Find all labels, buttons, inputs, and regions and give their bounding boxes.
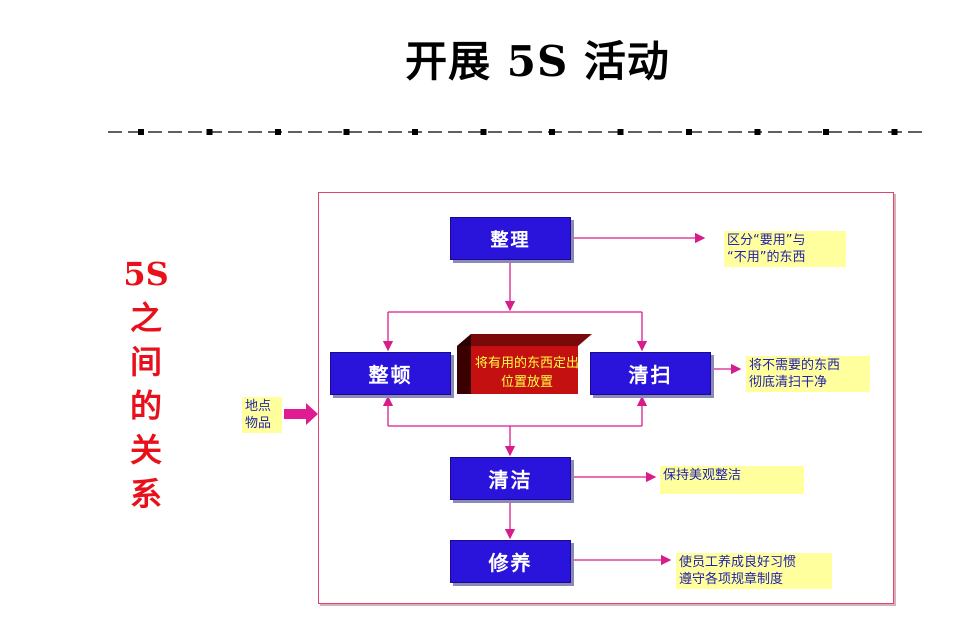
box-seiton: 整顿 [330, 352, 451, 395]
divider-mark [754, 129, 761, 135]
note-shitsuke: 使员工养成良好习惯 遵守各项规章制度 [676, 553, 832, 589]
side-title-char: 的 [129, 387, 162, 425]
divider-mark [275, 129, 281, 135]
divider-mark [343, 129, 350, 135]
diagram-frame [318, 192, 894, 604]
divider-mark [823, 129, 829, 135]
note-seiri: 区分“要用”与 “不用”的东西 [724, 231, 846, 267]
cube-label: 将有用的东西定出位置放置 [474, 356, 579, 390]
box-seiketsu: 清洁 [450, 457, 571, 500]
side-title-char: 系 [129, 475, 162, 513]
side-title-char: 之 [129, 299, 162, 337]
box-seiri: 整理 [450, 217, 571, 260]
dashed-divider [108, 129, 926, 135]
side-title: 5S 之 间 的 关 系 [118, 252, 174, 516]
divider-mark [480, 129, 487, 135]
divider-mark [617, 129, 624, 135]
note-seiso: 将不需要的东西 彻底清扫干净 [746, 356, 870, 392]
side-title-char: 关 [129, 431, 162, 469]
note-seiton-input: 地点 物品 [242, 397, 282, 433]
side-title-char: 间 [129, 343, 162, 381]
input-arrow-icon [284, 403, 318, 425]
box-shitsuke: 修养 [450, 540, 571, 583]
divider-mark [549, 129, 555, 135]
divider-mark [686, 129, 692, 135]
side-title-char: 5S [123, 255, 169, 293]
page-title: 开展 5S 活动 [405, 37, 670, 86]
note-seiketsu: 保持美观整洁 [660, 466, 804, 494]
divider-mark [206, 129, 213, 135]
divider-mark [412, 129, 418, 135]
cube-shape [457, 334, 592, 394]
divider-mark [138, 129, 144, 135]
divider-mark [891, 129, 898, 135]
box-seiso: 清扫 [590, 352, 711, 395]
